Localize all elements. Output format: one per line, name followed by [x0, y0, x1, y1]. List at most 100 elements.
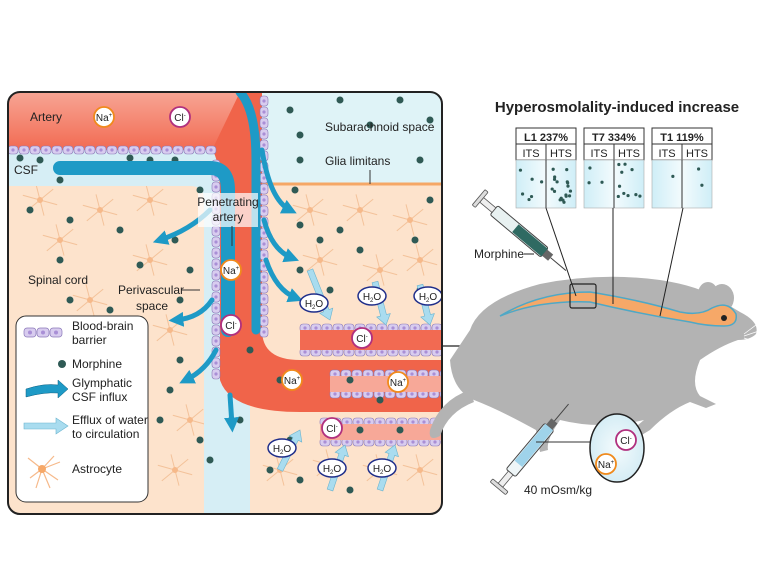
svg-text:H2O: H2O [363, 292, 382, 304]
morphine-dot [296, 156, 304, 164]
astrocyte [302, 244, 338, 276]
legend-label: to circulation [72, 427, 139, 441]
hts-dot [551, 167, 555, 171]
solution-cl-ion: Cl- [615, 429, 637, 451]
hts-dot [566, 184, 570, 188]
morphine-dot [176, 356, 184, 364]
svg-text:Cl-: Cl- [326, 424, 337, 435]
legend-label: CSF influx [72, 390, 127, 404]
its-column-label: ITS [522, 148, 539, 160]
astrocyte [42, 224, 78, 256]
morphine-dot [171, 236, 179, 244]
its-dot [520, 192, 525, 196]
csf-main-arrow [53, 161, 235, 337]
hts-dot [564, 194, 568, 198]
rat-whiskers [743, 315, 768, 361]
morphine-dot [356, 246, 364, 254]
legend-item-efflux: Efflux of water to circulation [23, 413, 148, 441]
panel-border [7, 91, 443, 515]
l1-connector [545, 207, 577, 297]
morphine-dot [106, 306, 114, 314]
morphine-dot [56, 256, 64, 264]
morphine-dot [56, 176, 64, 184]
region-percent-label: T1 119% [660, 132, 704, 144]
morphine-dot [296, 476, 304, 484]
perivascular-label-line1: Perivascular [118, 283, 184, 297]
legend-box [15, 315, 149, 503]
legend-item-bbb: Blood-brain barrier [23, 319, 133, 347]
morphine-dot [356, 426, 364, 434]
hts-dot [617, 184, 622, 188]
hts-dot [565, 167, 569, 172]
csf-branch-arrow [261, 217, 299, 263]
spinal-cord-label: Spinal cord [28, 273, 88, 287]
morphine-dot [426, 196, 434, 204]
its-dot [529, 194, 534, 199]
hts-dot [550, 187, 554, 191]
hts-dot [555, 180, 559, 184]
morphine-dot-icon [58, 360, 66, 368]
svg-text:Na+: Na+ [390, 378, 407, 389]
morphine-dot [346, 486, 354, 494]
morphine-dot [326, 286, 334, 294]
hts-dot [623, 162, 627, 166]
astrocyte [402, 454, 438, 486]
morphine-dot [66, 296, 74, 304]
astrocyte-icon [27, 455, 61, 489]
penetrating-label-line2: artery [213, 210, 244, 224]
svg-text:H2O: H2O [323, 464, 342, 476]
its-column-label: ITS [658, 148, 675, 160]
morphine-dot [206, 456, 214, 464]
morphine-dot [296, 221, 304, 229]
morphine-dot [66, 216, 74, 224]
astrocyte [72, 284, 108, 316]
morphine-dot [156, 416, 164, 424]
solution-na-ion: Na+ [595, 453, 617, 475]
legend-label: Glymphatic [72, 376, 132, 390]
hts-column-label: HTS [618, 148, 640, 160]
astrocyte [157, 454, 193, 486]
its-dot [587, 181, 591, 185]
hts-dot [568, 189, 573, 193]
morphine-dot [126, 154, 134, 162]
svg-text:Na+: Na+ [284, 376, 301, 387]
its-dot [530, 177, 534, 181]
csf-branch-arrow [259, 147, 297, 214]
astrocyte [82, 194, 118, 226]
morphine-dot [291, 186, 299, 194]
svg-text:Cl-: Cl- [620, 436, 631, 447]
glymphatic-arrow-icon [25, 379, 69, 399]
csf-downward-arrow [235, 92, 261, 335]
its-dot [518, 168, 523, 172]
hts-dot [620, 170, 624, 174]
morphine-dot [336, 96, 344, 104]
legend-label: Astrocyte [72, 462, 122, 476]
its-dot [671, 174, 675, 178]
efflux-arrow-icon [23, 417, 69, 435]
morphine-dot [336, 226, 344, 234]
region-percent-label: L1 237% [524, 132, 568, 144]
svg-text:Cl-: Cl- [356, 334, 367, 345]
morphine-dot [186, 266, 194, 274]
morphine-dot [16, 154, 24, 162]
blood-brain-barrier-icon [23, 327, 63, 338]
svg-text:Cl-: Cl- [174, 113, 185, 124]
artery-label: Artery [30, 110, 62, 124]
h2o-ion: H2O [413, 286, 442, 306]
svg-text:Cl-: Cl- [225, 321, 236, 332]
its-column-label: ITS [590, 148, 607, 160]
morphine-dot [296, 266, 304, 274]
osmolality-label: 40 mOsm/kg [524, 483, 592, 497]
h2o-ion: H2O [317, 458, 347, 478]
t1-connector [659, 207, 684, 317]
legend-label: Morphine [72, 357, 122, 371]
its-dot [527, 197, 531, 202]
h2o-ion: H2O [267, 438, 297, 458]
cl-ion: Cl- [169, 106, 191, 128]
morphine-dot [136, 261, 144, 269]
na-ion: Na+ [387, 371, 409, 393]
morphine-dot [246, 346, 254, 354]
